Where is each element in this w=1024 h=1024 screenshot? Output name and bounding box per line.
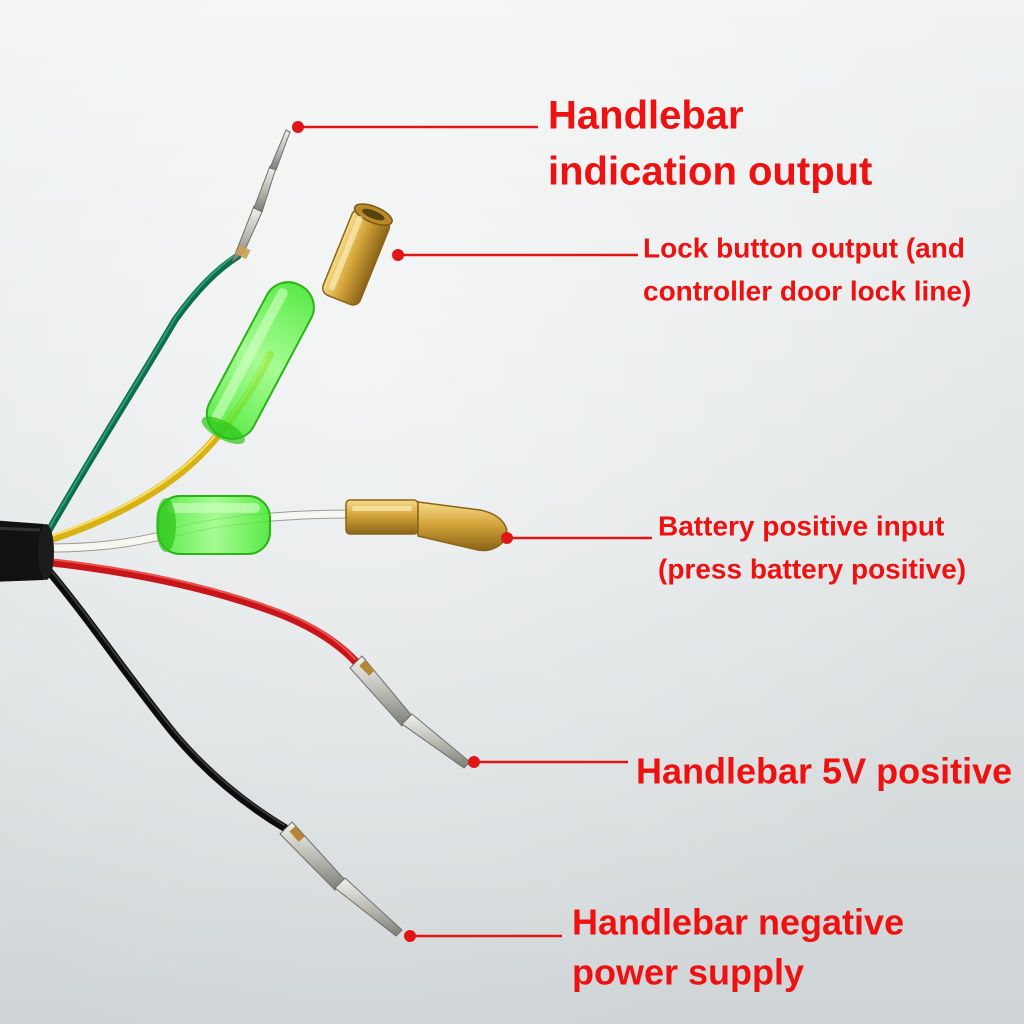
- callout-label-line: power supply: [572, 952, 804, 993]
- lock-output-brass-connector: [322, 203, 393, 306]
- callout-handlebar-indication-output: Handlebar indication output: [292, 94, 872, 194]
- red-wire-terminal: [349, 655, 471, 769]
- callout-label-line: (press battery positive): [658, 553, 966, 584]
- leader-dot: [392, 249, 404, 261]
- leader-dot: [501, 532, 513, 544]
- callout-battery-positive-input: Battery positive input (press battery pos…: [501, 510, 966, 584]
- leader-dot: [404, 930, 416, 942]
- cable-jacket: [0, 520, 54, 582]
- callout-label-line: Handlebar: [548, 94, 744, 138]
- callout-label-line: Lock button output (and: [643, 232, 965, 263]
- black-wire: [44, 566, 289, 832]
- green-wire-terminal: [231, 129, 291, 263]
- leader-dot: [292, 121, 304, 133]
- red-wire-highlight: [47, 558, 356, 660]
- callout-label-line: indication output: [548, 150, 872, 194]
- white-wire-green-sleeve: [156, 495, 271, 555]
- callout-label-line: controller door lock line): [643, 275, 971, 306]
- callout-label-line: Battery positive input: [658, 510, 944, 541]
- callout-handlebar-5v-positive: Handlebar 5V positive: [468, 751, 1012, 792]
- black-wire-terminal: [279, 821, 403, 937]
- callout-label-line: Handlebar 5V positive: [636, 751, 1012, 792]
- callout-label-line: Handlebar negative: [572, 902, 904, 943]
- callout-lock-button-output: Lock button output (and controller door l…: [392, 232, 971, 306]
- callout-handlebar-negative-power-supply: Handlebar negative power supply: [404, 902, 904, 993]
- wires: [0, 129, 508, 937]
- green-wire-highlight: [47, 253, 238, 531]
- leader-dot: [468, 756, 480, 768]
- black-wire-highlight: [47, 566, 285, 826]
- red-wire: [44, 558, 360, 666]
- battery-positive-brass-connector: [345, 499, 508, 552]
- yellow-wire-green-sleeve: [201, 281, 315, 445]
